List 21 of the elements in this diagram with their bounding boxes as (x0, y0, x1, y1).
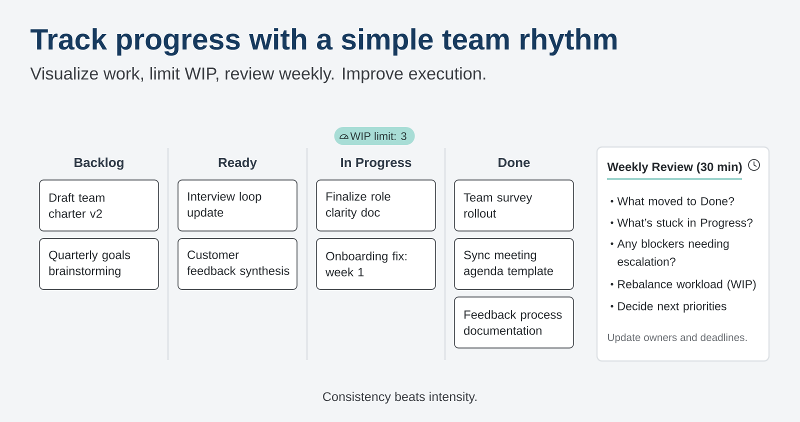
list-item: Decide next priorities (618, 302, 726, 313)
title: Track progress with a simple team rhythm (30, 28, 617, 56)
task-card: Customer feedback synthesis (178, 238, 298, 290)
list-item: What moved to Done? (617, 196, 734, 206)
column-heading: In Progress (341, 158, 412, 170)
task-card: Sync meeting agenda template (454, 238, 574, 290)
task-card: Quarterly goals brainstorming (39, 238, 159, 290)
task-card: Team survey rollout (454, 180, 574, 232)
list-item: Rebalance workload (WIP) (618, 280, 756, 291)
panel-note: Update owners and deadlines. (608, 333, 747, 344)
task-card: Interview loop update (178, 180, 298, 232)
column-heading: Done (498, 158, 530, 168)
subtitle: Visualize work, limit WIP, review weekly. Improve execution. (30, 67, 486, 84)
task-card: Finalize role clarity doc (316, 180, 436, 232)
list-item: Any blockers needing escalation? (617, 239, 729, 266)
task-card: Onboarding fix: week 1 (316, 238, 436, 290)
panel-heading: Weekly Review (30 min) (607, 162, 742, 174)
caption: Consistency beats intensity. (323, 392, 476, 404)
task-card: Draft team charter v2 (39, 180, 159, 232)
task-card: Feedback process documentation (454, 296, 574, 348)
list-item: What’s stuck in Progress? (617, 218, 753, 230)
